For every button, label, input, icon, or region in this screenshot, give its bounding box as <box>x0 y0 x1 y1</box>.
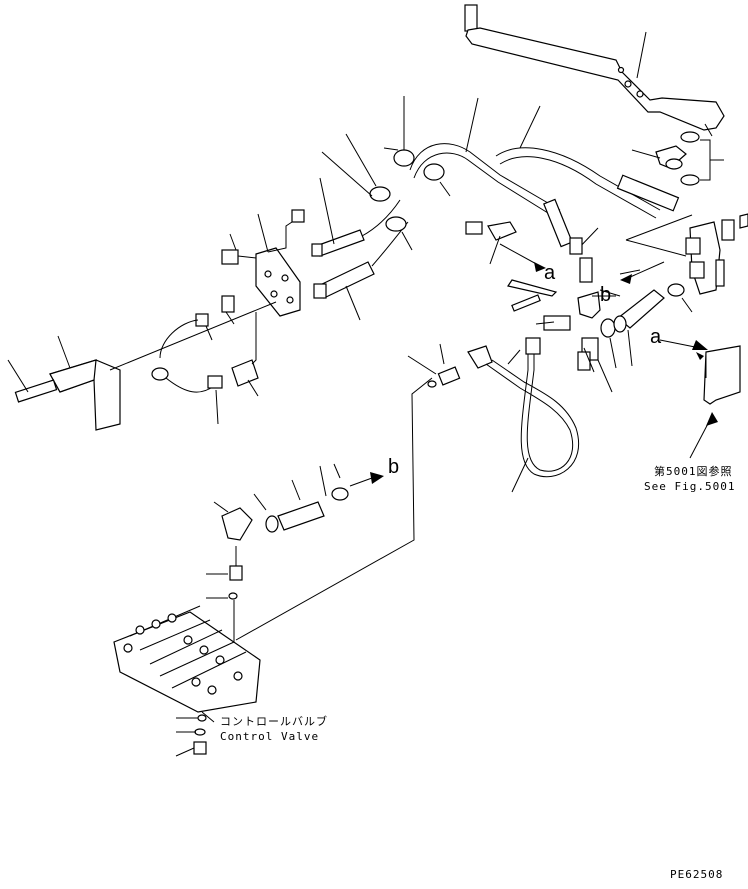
right-bracket <box>696 345 741 405</box>
ref-a-right: a <box>650 326 662 348</box>
long-hose-routing <box>409 97 680 253</box>
ref-a-upper: a <box>544 262 556 284</box>
hose-to-b <box>213 463 384 541</box>
drawing-code: PE62508 <box>670 868 724 881</box>
ref-b-upper: b <box>600 284 612 306</box>
adapter-stack <box>206 546 243 650</box>
right-valve-block <box>619 213 748 295</box>
ref-b-lower: b <box>388 456 400 478</box>
bracket-bolt-parts <box>465 221 546 272</box>
see-fig-label-en: See Fig.5001 <box>644 480 736 493</box>
clamp-group-top-right <box>631 123 724 186</box>
control-valve-label-en: Control Valve <box>220 730 320 743</box>
fitting-cluster-centre <box>507 237 617 393</box>
see-fig-label-jp: 第5001図参照 <box>654 465 733 478</box>
hose-clamps <box>321 96 451 251</box>
control-valve-label-jp: コントロールバルブ <box>220 715 328 728</box>
reference-leaders <box>599 261 718 459</box>
long-pilot-line <box>235 343 461 641</box>
control-valve <box>113 605 261 757</box>
sensor-harness <box>151 295 259 425</box>
left-hose-pair <box>311 177 409 321</box>
left-connector-plate <box>221 209 305 317</box>
upper-tube-assembly <box>464 4 725 131</box>
right-short-hose <box>613 283 693 367</box>
curved-hose <box>467 337 580 493</box>
protective-cover <box>7 301 277 431</box>
